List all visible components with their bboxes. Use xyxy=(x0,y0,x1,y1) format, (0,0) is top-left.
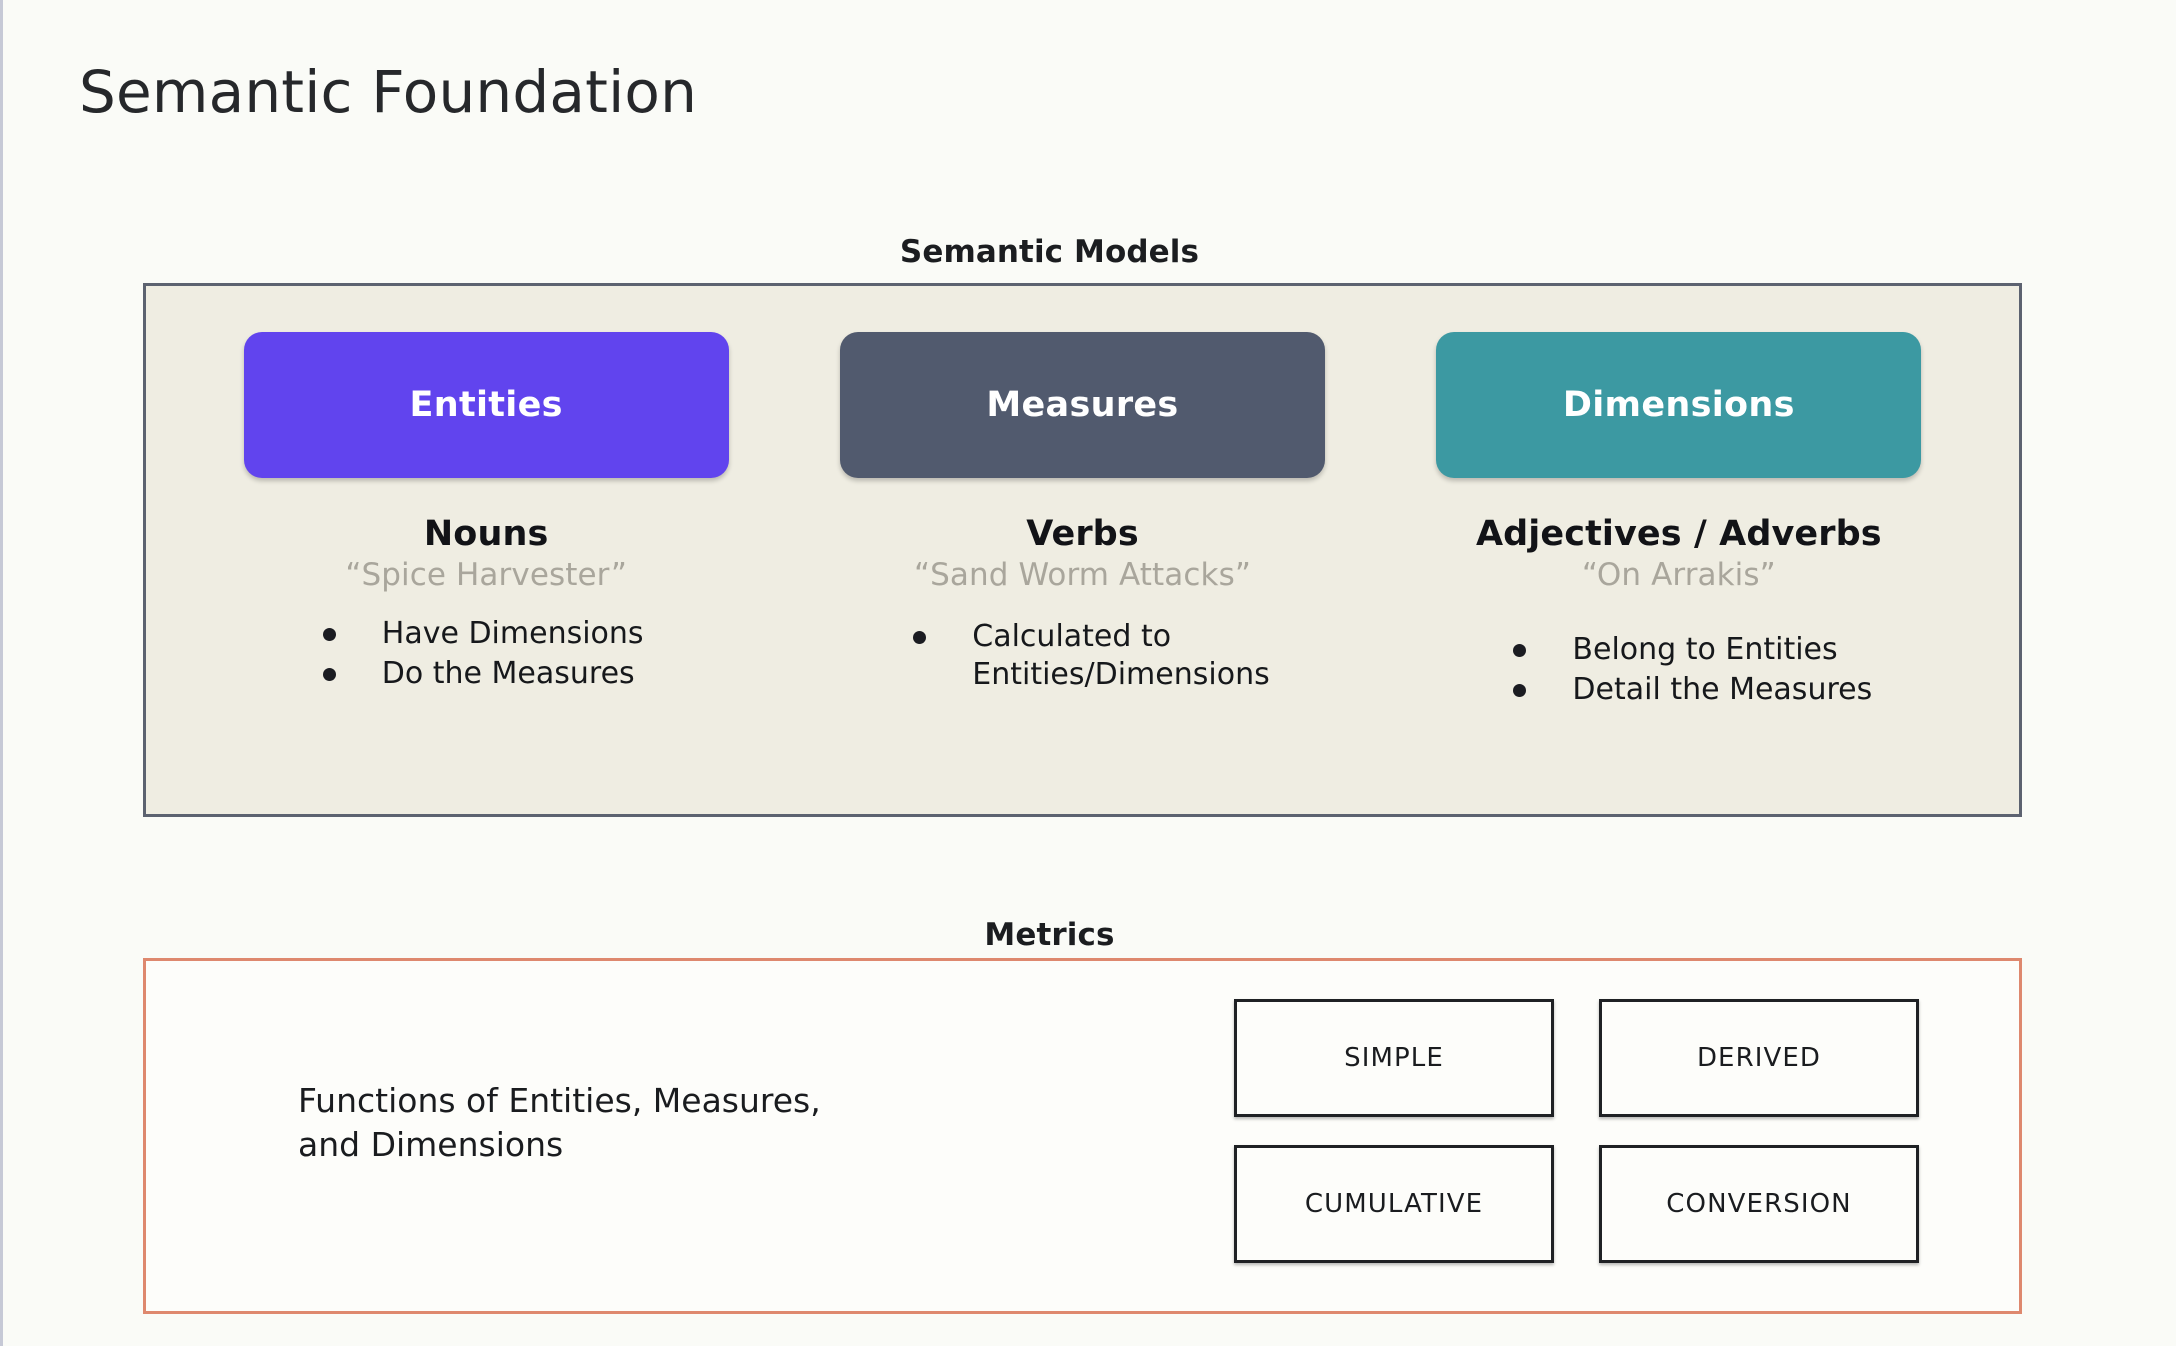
model-column-measures: Measures Verbs “Sand Worm Attacks” Calcu… xyxy=(784,332,1380,814)
model-card-measures[interactable]: Measures xyxy=(839,332,1325,478)
list-item: Detail the Measures xyxy=(1513,671,1872,709)
example-phrase-measures: “Sand Worm Attacks” xyxy=(913,557,1252,593)
model-card-entities[interactable]: Entities xyxy=(243,332,729,478)
bullet-text: Have Dimensions xyxy=(381,616,644,651)
part-of-speech-nouns: Nouns xyxy=(423,514,549,554)
metric-type-derived[interactable]: DERIVED xyxy=(1599,999,1919,1117)
semantic-models-caption: Semantic Models xyxy=(899,234,1200,270)
model-column-dimensions: Dimensions Adjectives / Adverbs “On Arra… xyxy=(1381,332,1977,814)
metric-type-cumulative[interactable]: CUMULATIVE xyxy=(1234,1145,1554,1263)
list-item: Do the Measures xyxy=(322,655,644,693)
bullet-dot-icon xyxy=(1513,644,1527,657)
bullet-text: Do the Measures xyxy=(381,656,635,692)
part-of-speech-adjectives-adverbs: Adjectives / Adverbs xyxy=(1475,514,1882,554)
bullet-dot-icon xyxy=(322,668,336,682)
metrics-description: Functions of Entities, Measures, and Dim… xyxy=(298,1081,821,1165)
example-phrase-entities: “Spice Harvester” xyxy=(345,557,627,593)
entities-bullet-list: Have Dimensions Do the Measures xyxy=(322,615,644,695)
list-item: Calculated to Entities/Dimensions xyxy=(913,618,1270,694)
page-title: Semantic Foundation xyxy=(79,58,698,126)
metrics-panel: Functions of Entities, Measures, and Dim… xyxy=(143,958,2022,1314)
bullet-text: Calculated to Entities/Dimensions xyxy=(972,619,1270,693)
measures-bullet-list: Calculated to Entities/Dimensions xyxy=(913,618,1270,696)
list-item: Have Dimensions xyxy=(322,615,644,653)
metric-type-conversion[interactable]: CONVERSION xyxy=(1599,1145,1919,1263)
model-column-entities: Entities Nouns “Spice Harvester” Have Di… xyxy=(188,332,784,814)
semantic-models-panel: Entities Nouns “Spice Harvester” Have Di… xyxy=(143,283,2022,817)
model-card-dimensions[interactable]: Dimensions xyxy=(1436,332,1922,478)
example-phrase-dimensions: “On Arrakis” xyxy=(1581,557,1776,593)
dimensions-bullet-list: Belong to Entities Detail the Measures xyxy=(1513,631,1872,711)
metric-type-simple[interactable]: SIMPLE xyxy=(1234,999,1554,1117)
bullet-dot-icon xyxy=(913,631,927,644)
list-item: Belong to Entities xyxy=(1513,631,1872,669)
semantic-models-columns: Entities Nouns “Spice Harvester” Have Di… xyxy=(146,286,2019,814)
bullet-text: Belong to Entities xyxy=(1572,632,1838,667)
bullet-dot-icon xyxy=(322,628,336,641)
part-of-speech-verbs: Verbs xyxy=(1026,514,1139,554)
metric-type-grid: SIMPLE DERIVED CUMULATIVE CONVERSION xyxy=(1234,999,1919,1263)
bullet-dot-icon xyxy=(1513,684,1527,698)
bullet-text: Detail the Measures xyxy=(1572,672,1873,708)
metrics-caption: Metrics xyxy=(984,917,1115,953)
